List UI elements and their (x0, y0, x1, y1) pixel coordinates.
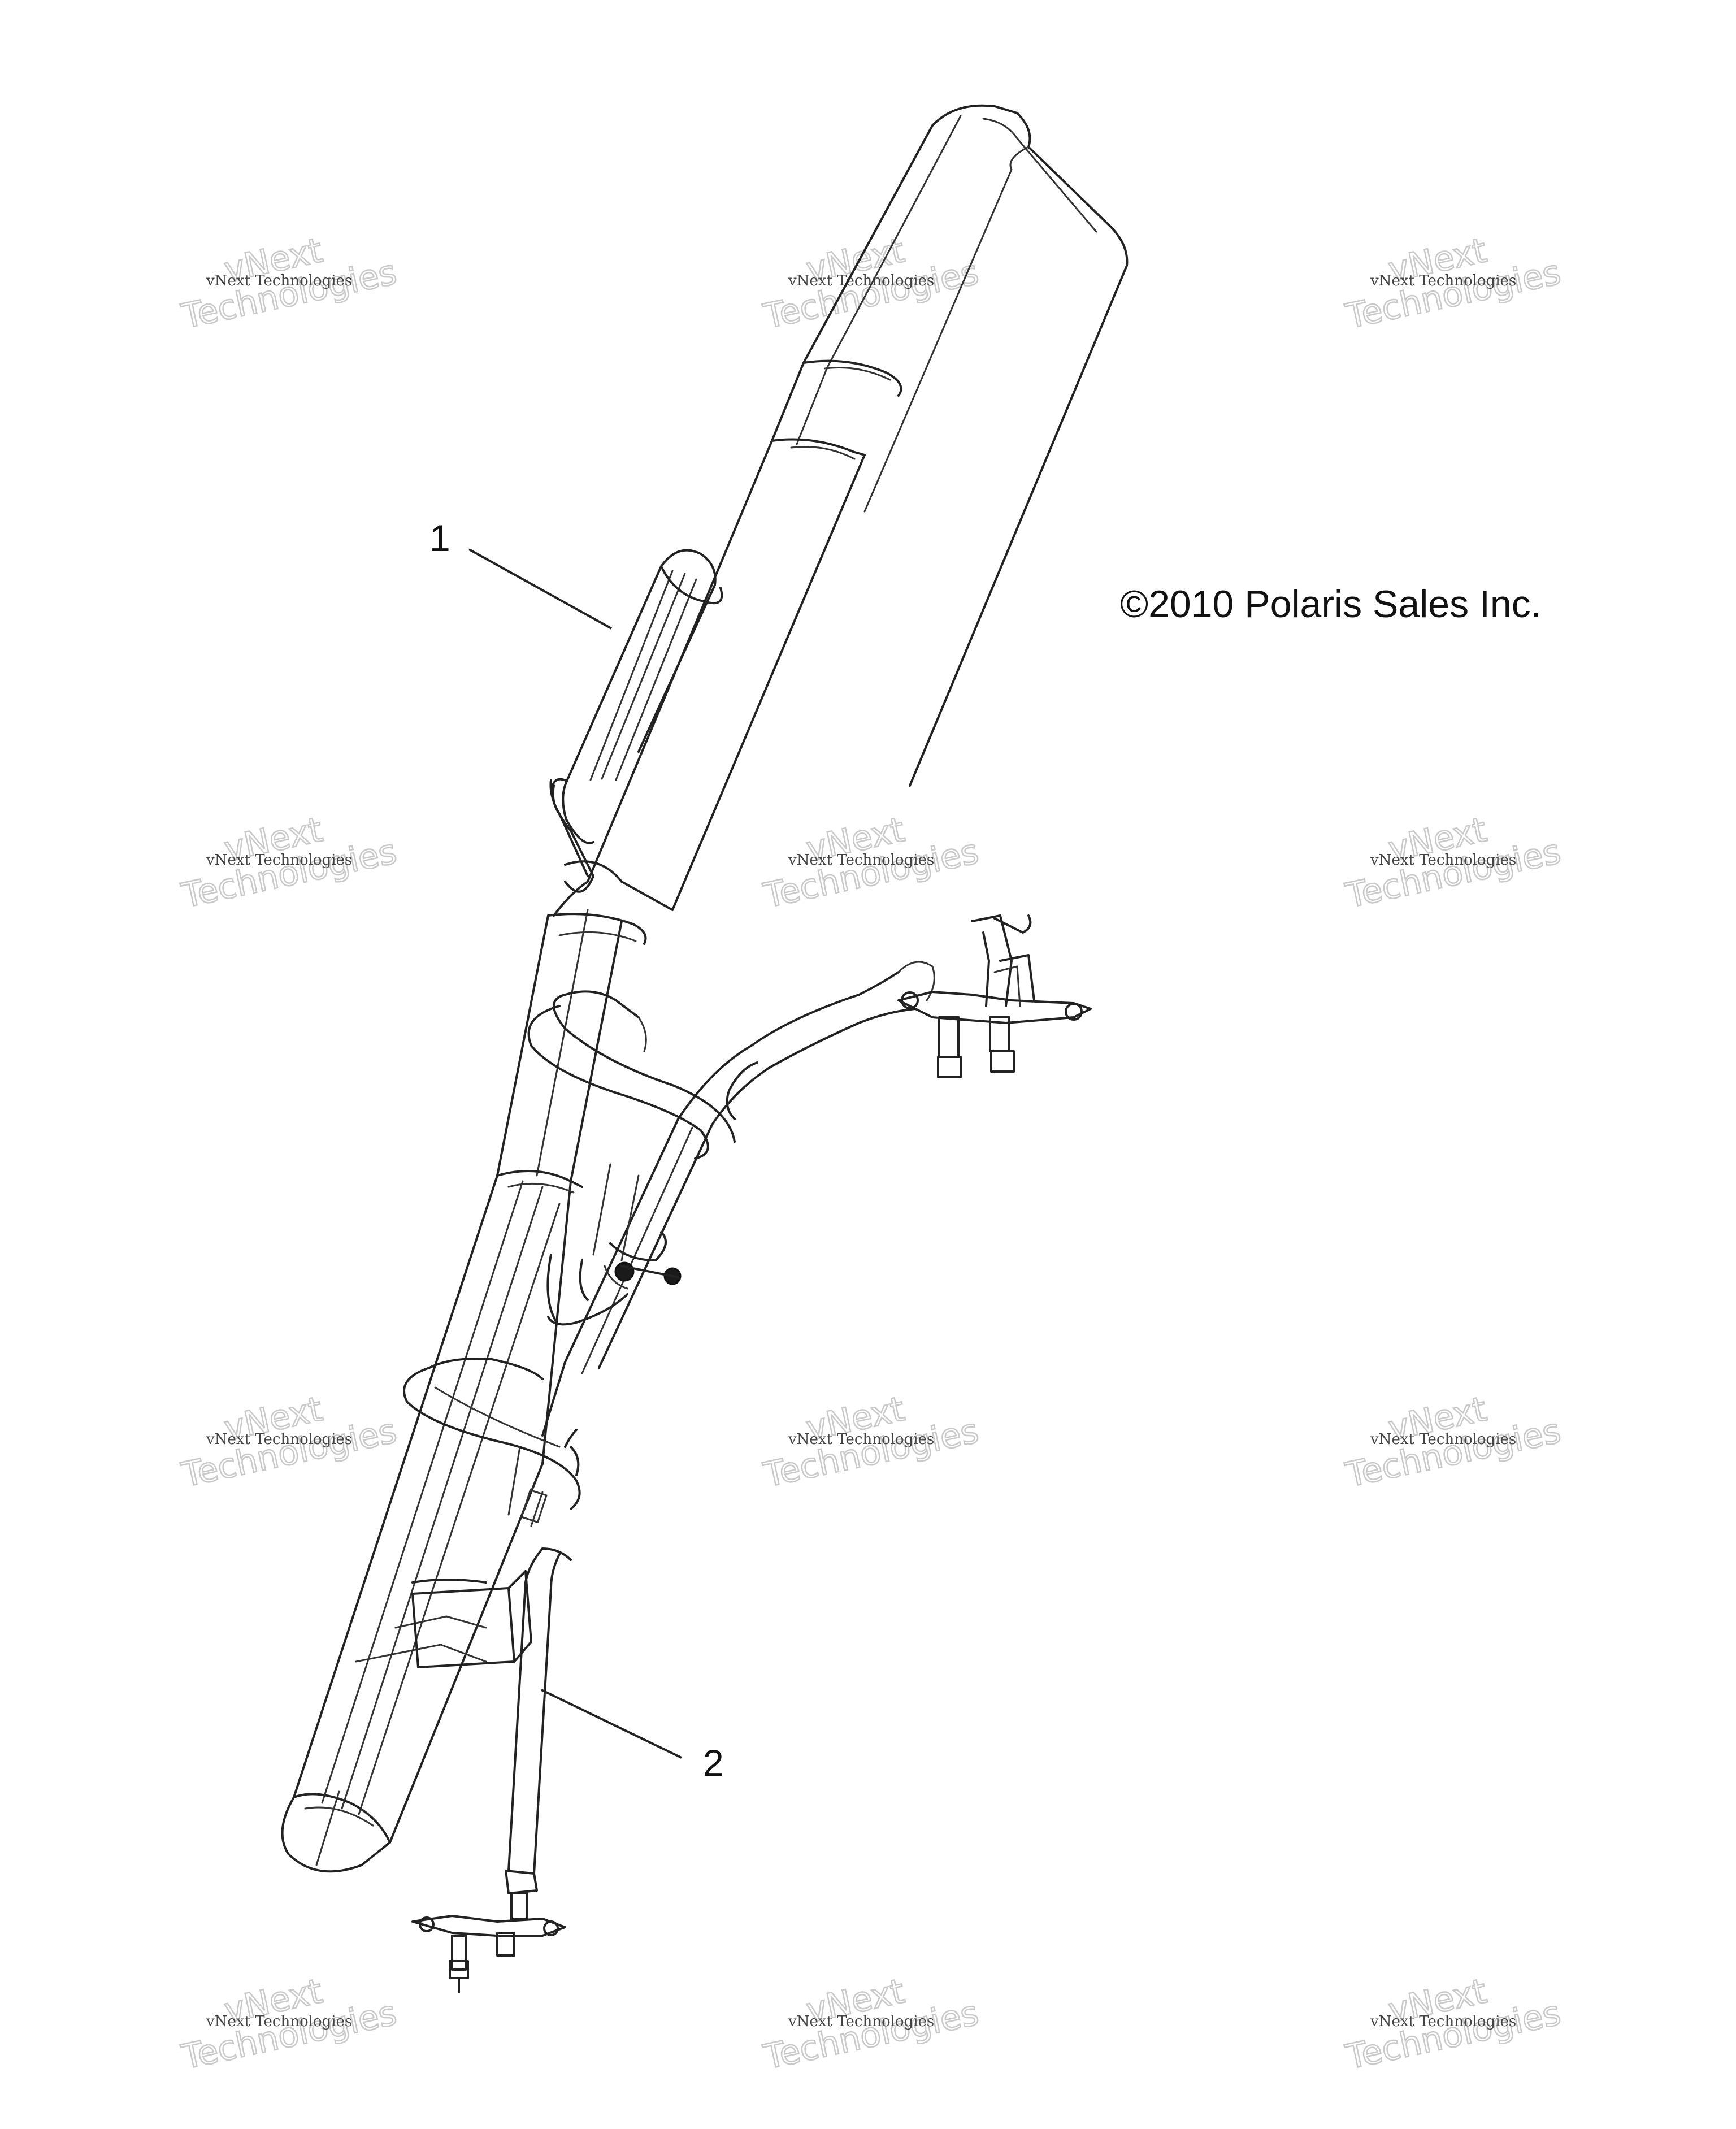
watermark-small: vNext Technologies (206, 2013, 352, 2030)
watermark-small: vNext Technologies (206, 852, 352, 869)
watermark-small: vNext Technologies (788, 1431, 934, 1448)
callout-2: 2 (541, 1689, 724, 1784)
watermark-small: vNext Technologies (788, 272, 934, 289)
watermark-small: vNext Technologies (1370, 272, 1516, 289)
headpipe-assembly (411, 914, 1092, 1993)
callout-label-2: 2 (703, 1742, 724, 1784)
callout-1: 1 (429, 517, 612, 630)
watermark-small: vNext Technologies (1370, 852, 1516, 869)
watermark-small: vNext Technologies (1370, 2013, 1516, 2030)
watermark-small: vNext Technologies (788, 852, 934, 869)
watermark-small: vNext Technologies (1370, 1431, 1516, 1448)
watermark-small: vNext Technologies (788, 2013, 934, 2030)
watermark-small: vNext Technologies (206, 272, 352, 289)
leader-line-2 (541, 1689, 682, 1759)
leader-line-1 (468, 548, 612, 630)
watermark-small: vNext Technologies (206, 1431, 352, 1448)
callout-label-1: 1 (429, 517, 450, 559)
muffler-assembly (281, 104, 1129, 1873)
copyright-notice: ©2010 Polaris Sales Inc. (1120, 583, 1542, 626)
